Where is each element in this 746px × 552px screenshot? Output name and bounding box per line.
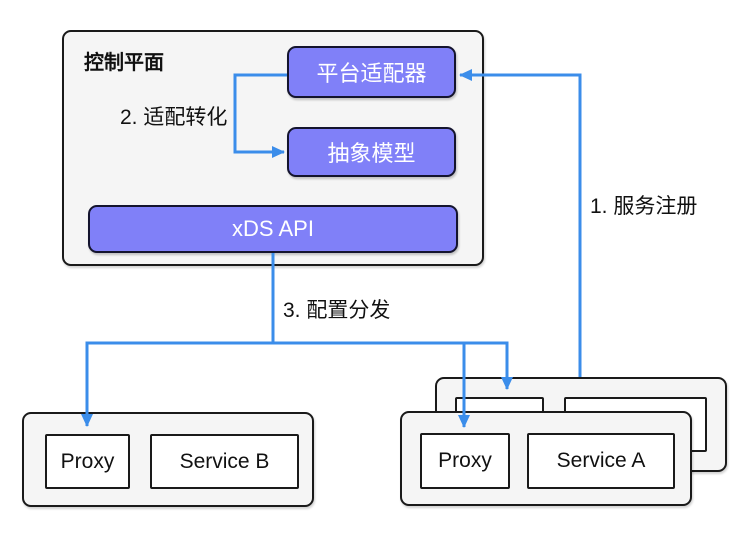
service-b-proxy-box: Proxy — [45, 434, 130, 489]
control-plane-title: 控制平面 — [84, 52, 164, 74]
service-a-instance-group-front: Proxy Service A — [400, 411, 692, 506]
edge-label-config-distribution: 3. 配置分发 — [283, 299, 391, 322]
xds-api-node: xDS API — [88, 205, 458, 253]
service-b-instance-group: Proxy Service B — [22, 412, 314, 507]
edge-label-adaptation-transform: 2. 适配转化 — [120, 106, 228, 129]
edge-label-service-registration: 1. 服务注册 — [590, 195, 698, 218]
service-a-box: Service A — [527, 433, 675, 489]
service-b-box: Service B — [150, 434, 299, 489]
abstract-model-node: 抽象模型 — [287, 127, 456, 177]
service-a-proxy-box: Proxy — [420, 433, 510, 489]
platform-adapter-node: 平台适配器 — [287, 46, 456, 98]
